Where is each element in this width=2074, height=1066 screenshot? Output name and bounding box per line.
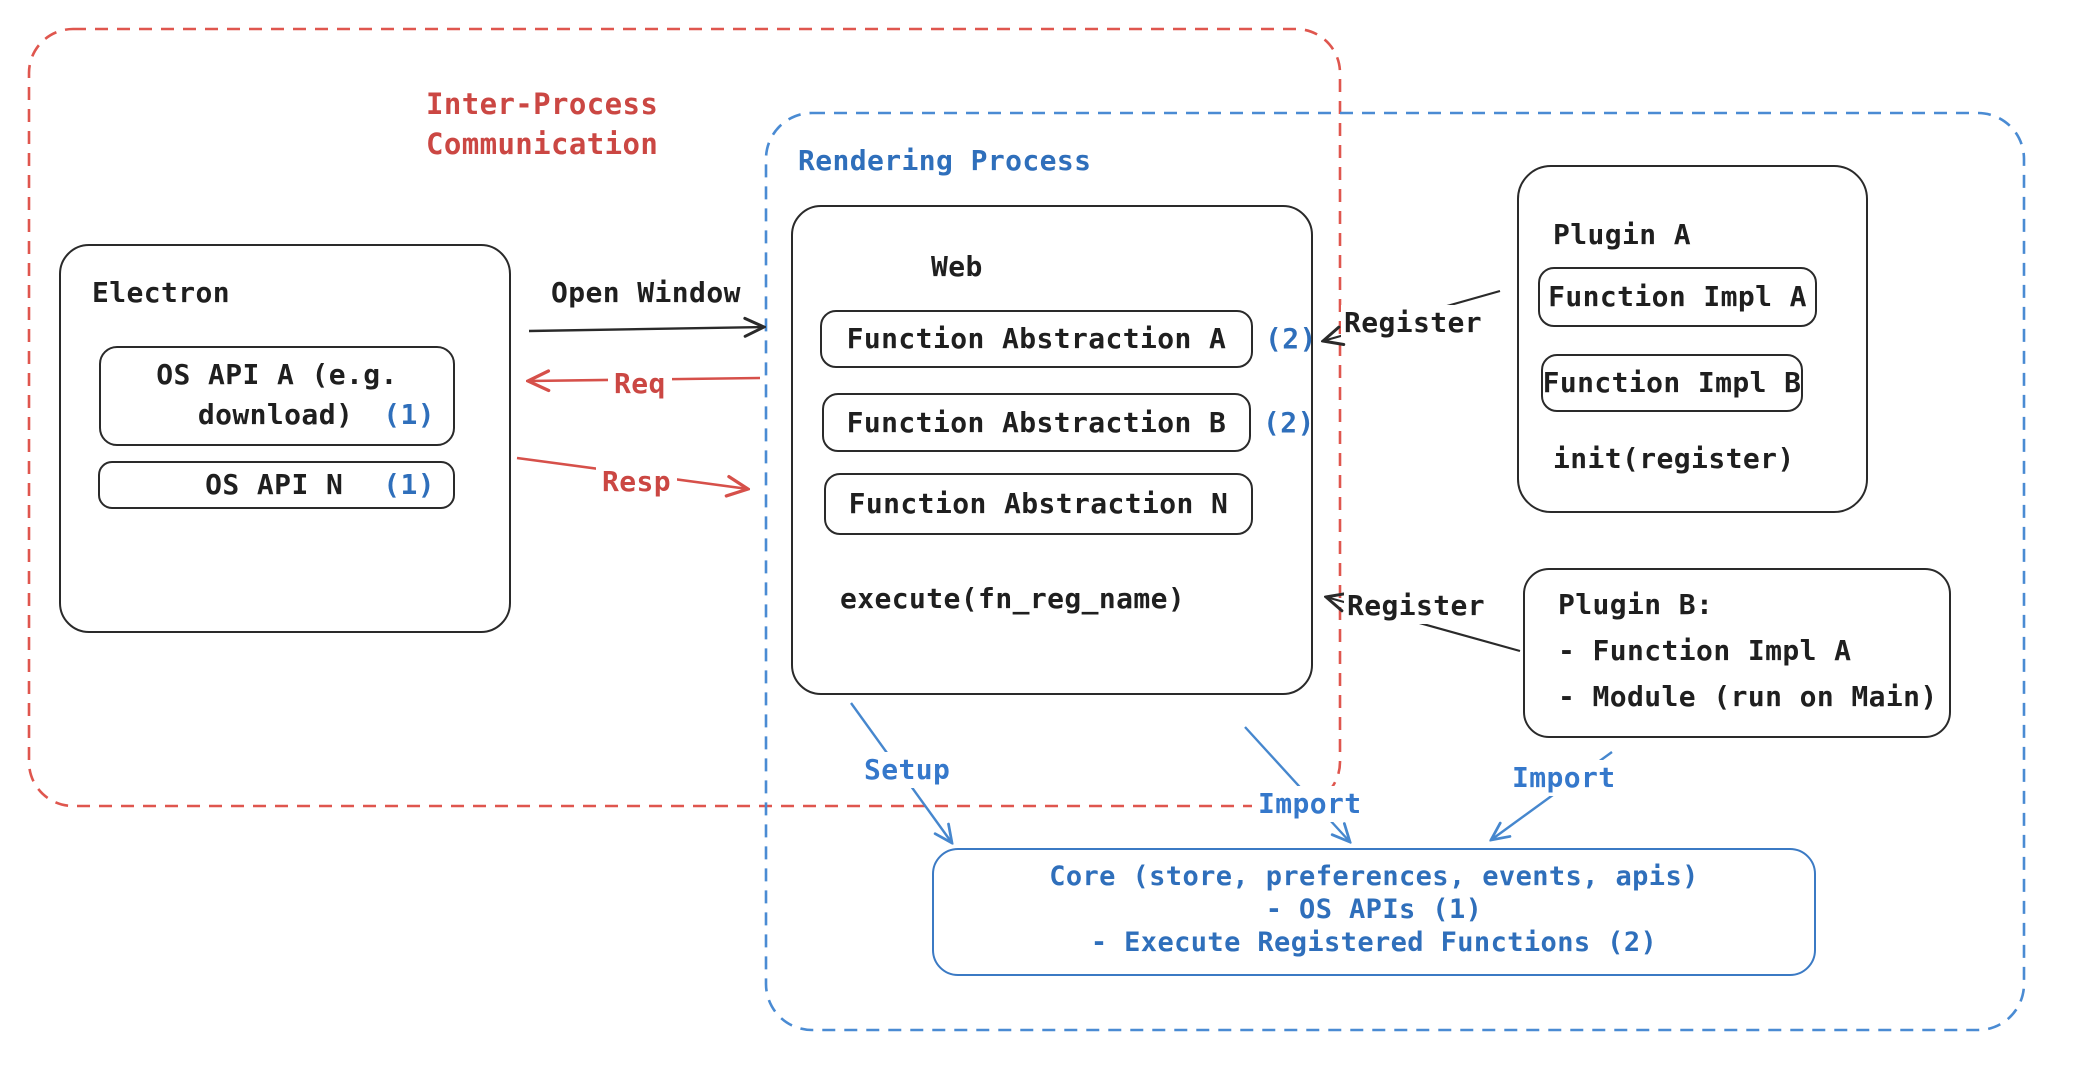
execute-label: execute(fn_reg_name) <box>840 582 1186 615</box>
function-abstraction-row: Function Abstraction B (2) <box>822 393 1315 452</box>
function-abstraction-a-ref: (2) <box>1265 322 1317 356</box>
core-item-os-apis: - OS APIs (1) <box>1265 894 1483 925</box>
rendering-region-outline <box>764 111 2026 1032</box>
plugin-b-item: - Function Impl A <box>1558 634 1852 667</box>
electron-box <box>59 244 511 633</box>
rendering-region-title: Rendering Process <box>798 144 1092 177</box>
import-plugin-label: Import <box>1506 760 1622 796</box>
web-box <box>791 205 1313 695</box>
core-title: Core (store, preferences, events, apis) <box>1049 861 1699 892</box>
ipc-region-outline <box>27 27 1342 808</box>
os-api-n-label: OS API N <box>205 468 344 502</box>
plugin-a-title: Plugin A <box>1553 218 1692 251</box>
open-window-arrow <box>528 327 764 331</box>
os-api-a-ref: (1) <box>383 398 435 431</box>
open-window-label: Open Window <box>551 276 741 309</box>
init-register-label: init(register) <box>1553 442 1795 475</box>
plugin-a-box <box>1517 165 1868 513</box>
core-box: Core (store, preferences, events, apis) … <box>932 848 1816 976</box>
electron-title: Electron <box>92 276 231 309</box>
function-abstraction-row: Function Abstraction A (2) <box>820 310 1317 368</box>
req-label: Req <box>608 366 672 402</box>
function-abstraction-b-box: Function Abstraction B <box>822 393 1251 452</box>
os-api-n-box: OS API N (1) <box>98 461 455 509</box>
web-title: Web <box>931 250 983 283</box>
function-abstraction-n-box: Function Abstraction N <box>824 473 1253 535</box>
resp-label: Resp <box>596 464 678 500</box>
core-item-execute: - Execute Registered Functions (2) <box>1090 927 1658 958</box>
setup-label: Setup <box>858 752 957 788</box>
os-api-a-box: OS API A (e.g. download) (1) <box>99 346 455 446</box>
os-api-a-label-line2: download) <box>197 398 354 431</box>
plugin-b-box: Plugin B: - Function Impl A - Module (ru… <box>1523 568 1951 738</box>
plugin-b-item: - Module (run on Main) <box>1558 680 1938 713</box>
ipc-region-title: Inter-Process Communication <box>426 87 659 161</box>
function-abstraction-a-box: Function Abstraction A <box>820 310 1253 368</box>
import-web-label: Import <box>1252 786 1368 822</box>
os-api-a-label: OS API A (e.g. <box>156 358 398 391</box>
import-web-arrow <box>1244 726 1350 842</box>
register-a-label: Register <box>1341 305 1486 341</box>
function-impl-b-box: Function Impl B <box>1541 354 1803 412</box>
function-abstraction-b-ref: (2) <box>1263 405 1315 439</box>
os-api-n-ref: (1) <box>383 468 435 502</box>
function-impl-a-box: Function Impl A <box>1538 267 1817 327</box>
plugin-b-title: Plugin B: <box>1558 588 1714 621</box>
function-abstraction-row: Function Abstraction N <box>824 473 1265 535</box>
register-b-label: Register <box>1344 588 1489 624</box>
